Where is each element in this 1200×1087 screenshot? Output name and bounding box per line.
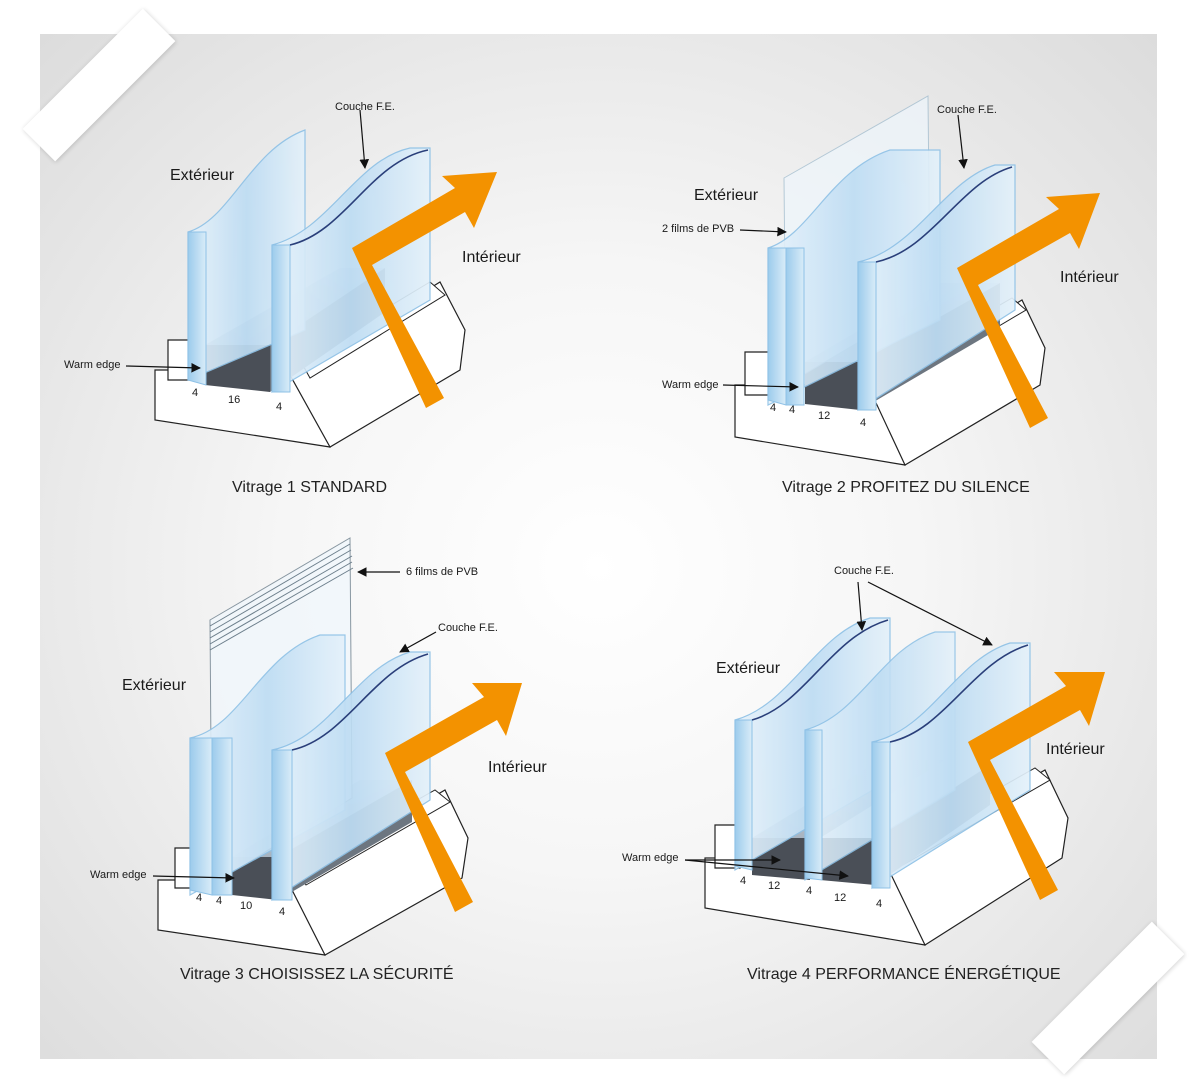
panel-2-dim-4: 4 xyxy=(860,417,867,429)
panel-2-pvb-label: 2 films de PVB xyxy=(662,223,735,235)
panel-1-exterior-label: Extérieur xyxy=(170,167,235,184)
panel-2-caption: Vitrage 2 PROFITEZ DU SILENCE xyxy=(782,479,1030,496)
panel-1-coating-label: Couche F.E. xyxy=(335,101,395,113)
panel-2-diagram xyxy=(722,95,1100,466)
panel-2-dim-2: 4 xyxy=(789,404,796,416)
panel-2-dim-3: 12 xyxy=(818,410,831,422)
panel-3-dim-1: 4 xyxy=(196,892,203,904)
panel-3-caption: Vitrage 3 CHOISISSEZ LA SÉCURITÉ xyxy=(180,966,454,983)
panel-4-warm-edge-label: Warm edge xyxy=(622,852,679,864)
panel-4-diagram xyxy=(684,581,1105,946)
panel-4-dim-3: 4 xyxy=(806,885,813,897)
panel-3-diagram xyxy=(152,537,522,956)
panel-3-dim-2: 4 xyxy=(216,895,223,907)
panel-3-dim-4: 4 xyxy=(279,906,286,918)
panel-4-coating-label: Couche F.E. xyxy=(834,565,894,577)
panel-4-dim-2: 12 xyxy=(768,880,781,892)
panel-4-dim-4: 12 xyxy=(834,892,847,904)
panel-2-warm-edge-label: Warm edge xyxy=(662,379,719,391)
panel-1-interior-label: Intérieur xyxy=(462,249,521,266)
panel-3-warm-edge-label: Warm edge xyxy=(90,869,147,881)
panel-4-dim-5: 4 xyxy=(876,898,883,910)
panel-2-exterior-label: Extérieur xyxy=(694,187,759,204)
panel-4-exterior-label: Extérieur xyxy=(716,660,781,677)
panel-4-dim-1: 4 xyxy=(740,875,747,887)
panel-3-dim-3: 10 xyxy=(240,900,253,912)
panel-3-interior-label: Intérieur xyxy=(488,759,547,776)
panel-3-pvb-label: 6 films de PVB xyxy=(406,566,479,578)
panel-1-caption: Vitrage 1 STANDARD xyxy=(232,479,388,496)
panel-1-dim-1: 4 xyxy=(192,387,199,399)
panel-2-coating-label: Couche F.E. xyxy=(937,104,997,116)
panel-3-exterior-label: Extérieur xyxy=(122,677,187,694)
panel-1-dim-2: 16 xyxy=(228,394,241,406)
panel-1-diagram xyxy=(125,109,497,448)
panel-4-interior-label: Intérieur xyxy=(1046,741,1105,758)
panel-1-dim-3: 4 xyxy=(276,401,283,413)
panel-2-interior-label: Intérieur xyxy=(1060,269,1119,286)
panel-4-caption: Vitrage 4 PERFORMANCE ÉNERGÉTIQUE xyxy=(747,966,1061,983)
panel-2-dim-1: 4 xyxy=(770,402,777,414)
panel-3-coating-label: Couche F.E. xyxy=(438,622,498,634)
panel-1-warm-edge-label: Warm edge xyxy=(64,359,121,371)
